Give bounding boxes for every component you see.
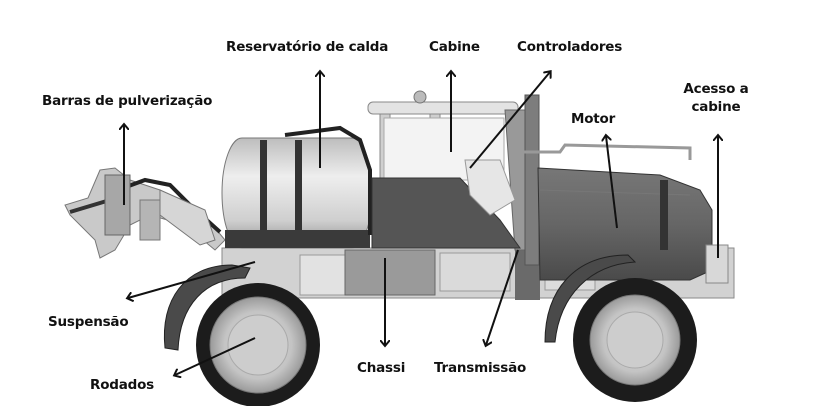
label-transmissao: Transmissão	[434, 360, 527, 376]
front-fender	[544, 254, 637, 343]
engine-hood	[520, 143, 729, 284]
arrow-suspensao	[128, 261, 256, 298]
label-chassi: Chassi	[357, 360, 406, 376]
label-controladores: Controladores	[517, 39, 623, 55]
label-acesso-line2: cabine	[691, 98, 741, 115]
label-rodados: Rodados	[90, 377, 155, 393]
spray-boom	[64, 167, 226, 259]
rear-wheel	[196, 283, 320, 406]
label-acesso-line1: Acesso a	[683, 81, 749, 97]
arrow-controladores	[469, 72, 550, 169]
cab	[367, 90, 540, 266]
label-acesso-cabine: Acesso a cabine	[675, 81, 757, 116]
label-reservatorio: Reservatório de calda	[226, 39, 389, 55]
label-suspensao: Suspensão	[48, 314, 129, 330]
label-cabine: Cabine	[429, 39, 480, 55]
label-barras: Barras de pulverização	[42, 93, 213, 109]
tank	[221, 125, 373, 249]
label-motor: Motor	[571, 111, 616, 127]
arrow-motor	[606, 136, 618, 229]
arrow-transmissao	[486, 249, 519, 345]
rear-fender	[163, 264, 251, 351]
front-wheel	[573, 278, 697, 402]
callout-arrows	[124, 72, 718, 375]
arrow-rodados	[175, 337, 256, 375]
